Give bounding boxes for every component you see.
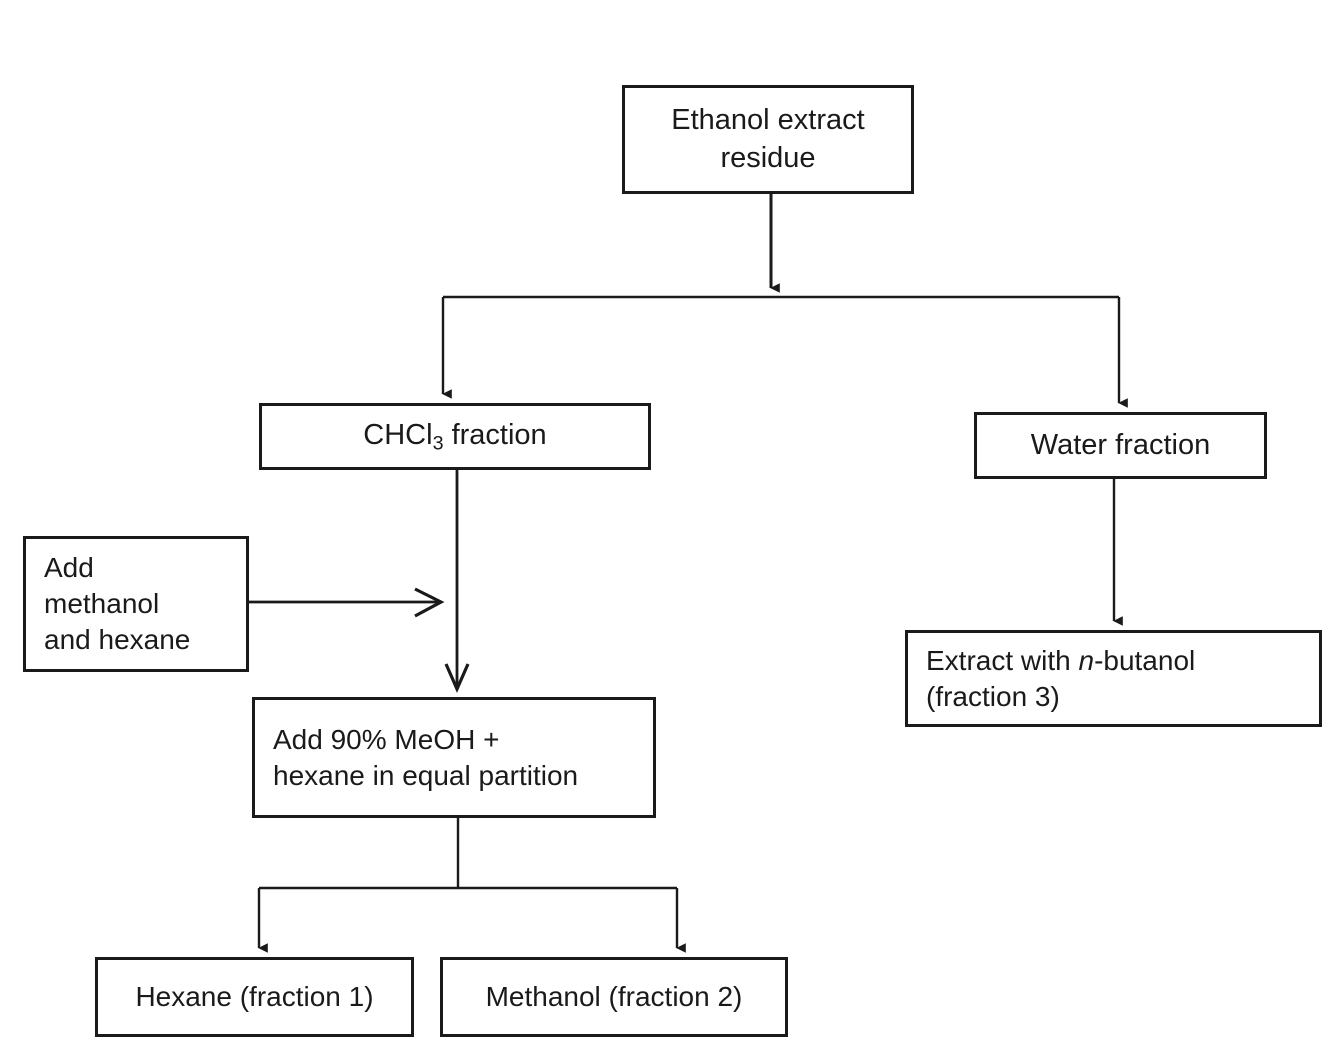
chcl3-subscript: 3 bbox=[432, 432, 444, 455]
node-ethanol-extract-residue-label: Ethanol extract residue bbox=[671, 104, 865, 174]
node-extract-with-n-butanol: Extract with n-butanol (fraction 3) bbox=[905, 630, 1322, 727]
node-add-methanol-and-hexane-label: Add methanol and hexane bbox=[44, 552, 191, 655]
node-water-fraction-label: Water fraction bbox=[1030, 428, 1211, 461]
node-extract-with-n-butanol-label: Extract with n-butanol (fraction 3) bbox=[926, 644, 1196, 712]
node-add-methanol-and-hexane: Add methanol and hexane bbox=[23, 536, 249, 672]
node-methanol-fraction-2-label: Methanol (fraction 2) bbox=[485, 981, 743, 1013]
node-add-90-meoh-hexane-partition-label: Add 90% MeOH + hexane in equal partition bbox=[273, 723, 579, 791]
node-add-90-meoh-hexane-partition: Add 90% MeOH + hexane in equal partition bbox=[252, 697, 656, 818]
node-hexane-fraction-1-label: Hexane (fraction 1) bbox=[135, 981, 374, 1013]
node-water-fraction: Water fraction bbox=[974, 412, 1267, 479]
edge-chcl3-to-partition-arrowhead bbox=[444, 663, 470, 693]
node-methanol-fraction-2: Methanol (fraction 2) bbox=[440, 957, 788, 1037]
node-chcl3-fraction-label: CHCl3 fraction bbox=[363, 418, 547, 455]
node-ethanol-extract-residue: Ethanol extract residue bbox=[622, 85, 914, 194]
node-chcl3-fraction: CHCl3 fraction bbox=[259, 403, 651, 470]
node-hexane-fraction-1: Hexane (fraction 1) bbox=[95, 957, 414, 1037]
n-italic: n bbox=[1078, 644, 1095, 676]
edge-methanol-hexane-arrowhead bbox=[414, 587, 445, 618]
